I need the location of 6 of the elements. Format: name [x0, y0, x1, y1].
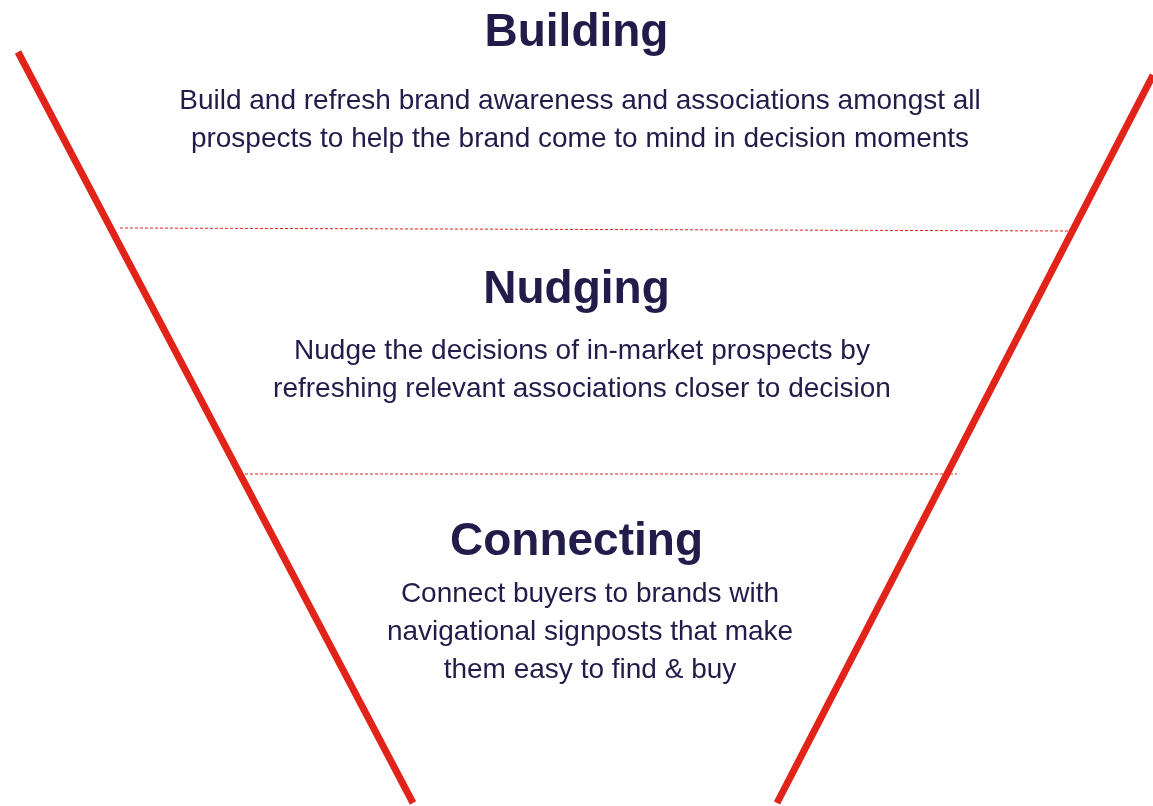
stage-description: Build and refresh brand awareness and associations amongst all prospects to help the brand come to mind in decision moments — [178, 83, 982, 155]
stage-description: Connect buyers to brands with navigational signposts that make them easy to find & buy — [385, 576, 795, 686]
stage-description: Nudge the decisions of in-market prospects by refreshing relevant associations closer to decision — [272, 333, 892, 405]
stage-heading: Building — [484, 4, 669, 56]
stage-heading: Nudging — [483, 261, 670, 313]
stage-heading: Connecting — [450, 513, 703, 565]
